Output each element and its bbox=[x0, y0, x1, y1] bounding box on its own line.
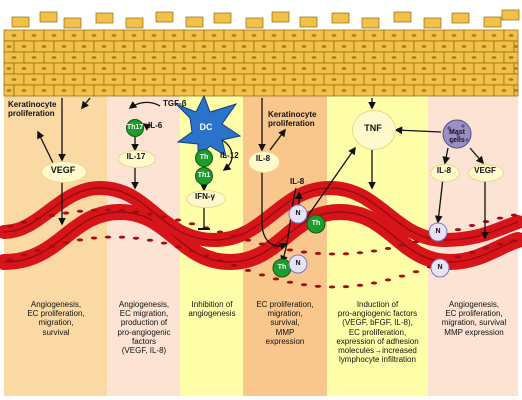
tgf-beta-label: TGF-β bbox=[163, 99, 187, 108]
caption-col6: Angiogenesis, EC proliferation, migratio… bbox=[441, 300, 507, 337]
caption-col5: Induction of pro-angiogenic factors (VEG… bbox=[336, 300, 419, 365]
caption-col3: Inhibition of angiogenesis bbox=[188, 300, 236, 319]
dendritic-cell-icon bbox=[175, 94, 242, 160]
arrow-to-tnf bbox=[304, 146, 356, 221]
arrow-il6-to-th17 bbox=[142, 123, 152, 131]
tnf-pill bbox=[352, 110, 396, 150]
pathway-arrows bbox=[37, 97, 489, 264]
caption-col1: Angiogenesis, EC proliferation, migratio… bbox=[27, 300, 85, 337]
th-label: Th bbox=[277, 264, 287, 271]
ifn-pill bbox=[186, 190, 226, 208]
blood-vessel-icon bbox=[0, 180, 522, 289]
il8-label: IL-8 bbox=[290, 177, 305, 186]
ifn-gamma-label: IFN-γ bbox=[195, 192, 215, 201]
caption-col2: Angiogenesis, EC migration, production o… bbox=[117, 300, 171, 355]
keratinocyte-proliferation-label: Keratinocyte proliferation bbox=[268, 110, 317, 128]
neutrophil-label: N bbox=[295, 210, 301, 217]
il12-label: IL-12 bbox=[220, 151, 239, 160]
vegf-mast-pill bbox=[468, 164, 504, 182]
arrow-mast-to-vegf bbox=[469, 147, 485, 165]
t-helper-cell-icon bbox=[306, 214, 326, 234]
vegf-label: VEGF bbox=[474, 166, 496, 175]
arrow-il8b-to-th bbox=[280, 187, 297, 264]
neutrophil-icon bbox=[288, 254, 308, 274]
il6-label: IL-6 bbox=[148, 121, 163, 130]
th1-label: Th1 bbox=[197, 172, 211, 179]
neutrophil-icon bbox=[288, 204, 308, 224]
il17-pill bbox=[118, 150, 156, 168]
vegf-pill bbox=[41, 161, 87, 183]
column-bg-2 bbox=[107, 95, 180, 396]
arrow-il8-to-n bbox=[261, 172, 288, 251]
il8-mast-pill bbox=[430, 164, 460, 182]
dc-label: DC bbox=[199, 122, 213, 132]
il17-label: IL-17 bbox=[126, 152, 146, 161]
arrow-mast-to-tnf bbox=[394, 126, 442, 135]
neutrophil-label: N bbox=[435, 228, 441, 235]
caption-col4: EC proliferation, migration, survival, M… bbox=[256, 300, 314, 346]
vegf-label: VEGF bbox=[50, 165, 76, 175]
arrow-tgf-loop bbox=[128, 101, 161, 109]
mast-cell-granules bbox=[447, 124, 469, 144]
keratinocyte-proliferation-label: Keratinocyte proliferation bbox=[8, 100, 57, 118]
t-helper-cell-icon bbox=[195, 149, 213, 167]
t-helper-cell-icon bbox=[195, 167, 213, 185]
arrow-dc-to-il12 bbox=[221, 139, 233, 171]
th-label: Th bbox=[311, 220, 321, 227]
arrow-mast-to-il8 bbox=[442, 147, 451, 165]
arrow-il8-down bbox=[434, 177, 444, 224]
neutrophil-label: N bbox=[295, 260, 301, 267]
neutrophil-label: N bbox=[437, 264, 443, 271]
t-helper-cell-icon bbox=[126, 119, 144, 137]
keratinocyte-icon bbox=[3, 29, 519, 97]
loose-keratinocytes bbox=[11, 9, 520, 29]
arrow-vegf-to-kerat bbox=[37, 130, 55, 166]
mast-cell-label: Mast cells bbox=[449, 129, 465, 144]
th-label: Th bbox=[199, 154, 209, 161]
tnf-label: TNF bbox=[364, 123, 382, 133]
th17-label: Th17 bbox=[126, 124, 144, 131]
arrow-il8-to-kerat bbox=[269, 128, 286, 151]
il8-pill bbox=[248, 151, 280, 173]
neutrophil-icon bbox=[428, 222, 448, 242]
il8-label: IL-8 bbox=[255, 154, 271, 163]
arrow-skin-to-kerat bbox=[81, 97, 91, 110]
il8-label: IL-8 bbox=[436, 166, 452, 175]
neutrophil-icon bbox=[430, 258, 450, 278]
